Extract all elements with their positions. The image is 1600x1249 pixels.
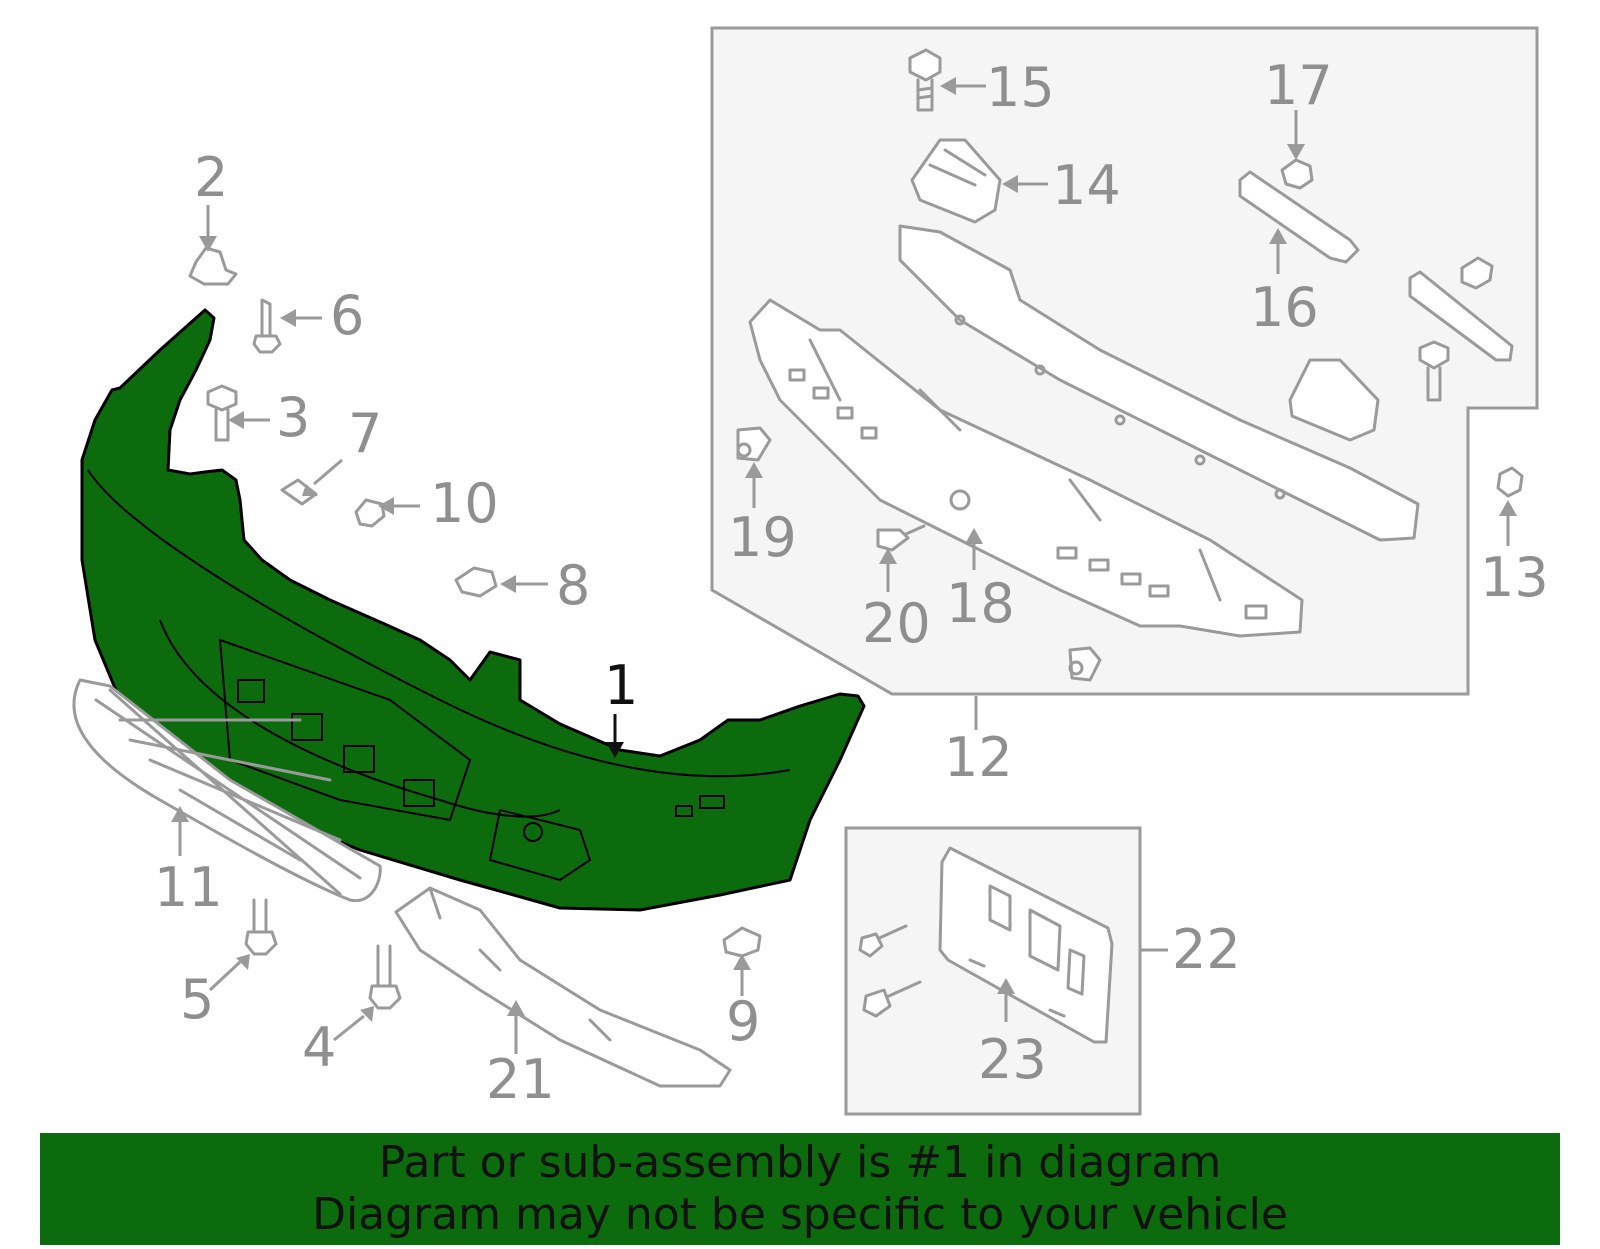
reinforcement-bar[interactable] xyxy=(898,224,1420,542)
bracket-part-8[interactable] xyxy=(454,566,498,598)
clip-part-10[interactable] xyxy=(354,498,386,528)
clip-part-2[interactable] xyxy=(188,246,238,286)
nut-part-13[interactable] xyxy=(1496,466,1524,498)
bracket-part-16-right[interactable] xyxy=(1408,270,1514,362)
callout-5: 5 xyxy=(180,968,214,1031)
banner-line-2: Diagram may not be specific to your vehi… xyxy=(312,1189,1288,1240)
callout-6: 6 xyxy=(330,284,364,347)
license-bracket-part-22[interactable] xyxy=(938,846,1114,1044)
clip-part-9[interactable] xyxy=(722,926,762,958)
bolt-part-5[interactable] xyxy=(244,898,278,956)
callout-16: 16 xyxy=(1250,276,1319,339)
callout-7: 7 xyxy=(348,402,382,465)
lower-grille-part-11[interactable] xyxy=(72,678,382,903)
pin-part-20[interactable] xyxy=(876,524,926,552)
leader-lines xyxy=(171,77,1517,1054)
callout-13: 13 xyxy=(1480,546,1549,609)
deflector-part-21[interactable] xyxy=(394,886,732,1088)
bolt-part-15-right[interactable] xyxy=(1418,340,1450,402)
bolt-part-15[interactable] xyxy=(908,48,942,112)
clip-part-17-right[interactable] xyxy=(1460,256,1494,290)
callout-9: 9 xyxy=(726,990,760,1053)
screw-part-23-lower[interactable] xyxy=(862,980,922,1018)
bolt-part-3[interactable] xyxy=(206,384,238,442)
callout-8: 8 xyxy=(556,554,590,617)
callout-17: 17 xyxy=(1264,54,1333,117)
clip-part-19-bottom[interactable] xyxy=(1068,646,1102,682)
callout-3: 3 xyxy=(276,386,310,449)
callout-22: 22 xyxy=(1172,918,1241,981)
callout-10: 10 xyxy=(430,472,499,535)
screw-part-6[interactable] xyxy=(252,298,282,354)
callout-15: 15 xyxy=(986,56,1055,119)
callout-18: 18 xyxy=(946,572,1015,635)
callout-4: 4 xyxy=(302,1016,336,1079)
banner-line-1: Part or sub-assembly is #1 in diagram xyxy=(378,1137,1222,1188)
screw-part-23-upper[interactable] xyxy=(858,924,908,958)
callout-labels: 1 2 3 4 5 6 7 8 9 10 11 12 13 14 15 16 1… xyxy=(154,54,1549,1111)
callout-14: 14 xyxy=(1052,154,1121,217)
callout-12: 12 xyxy=(944,726,1013,789)
info-banner: Part or sub-assembly is #1 in diagram Di… xyxy=(40,1133,1560,1245)
callout-21: 21 xyxy=(486,1048,555,1111)
callout-1: 1 xyxy=(604,654,638,717)
callout-19: 19 xyxy=(728,506,797,569)
clip-part-19[interactable] xyxy=(736,426,772,462)
callout-11: 11 xyxy=(154,856,223,919)
callout-23: 23 xyxy=(978,1028,1047,1091)
absorber-part-18[interactable] xyxy=(748,298,1304,638)
bracket-part-14[interactable] xyxy=(910,138,1002,224)
bolt-part-4[interactable] xyxy=(368,944,402,1010)
callout-20: 20 xyxy=(862,592,931,655)
bracket-part-16[interactable] xyxy=(1238,170,1360,264)
bracket-part-14-right[interactable] xyxy=(1288,358,1380,442)
callout-2: 2 xyxy=(194,146,228,209)
